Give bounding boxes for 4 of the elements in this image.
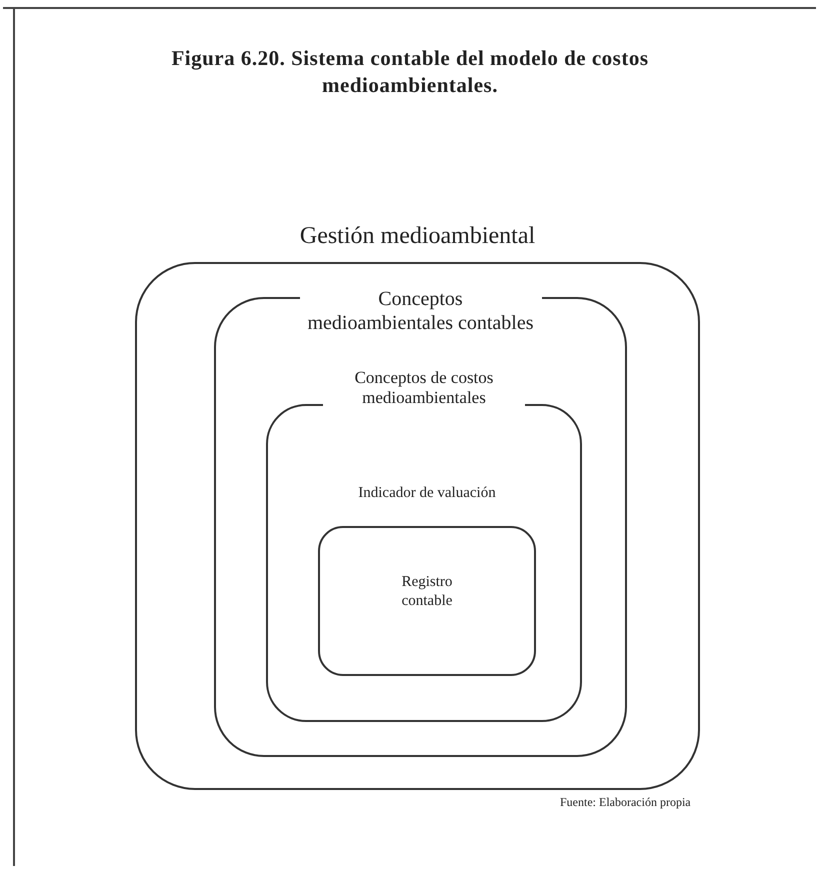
frame-text: Registro contable xyxy=(400,573,454,610)
figure-title: Figura 6.20. Sistema contable del modelo de costos medioambientales. xyxy=(170,45,650,100)
source-note: Fuente: Elaboración propia xyxy=(560,795,691,810)
frame-heading: Conceptos de costos medioambientales xyxy=(323,368,525,409)
